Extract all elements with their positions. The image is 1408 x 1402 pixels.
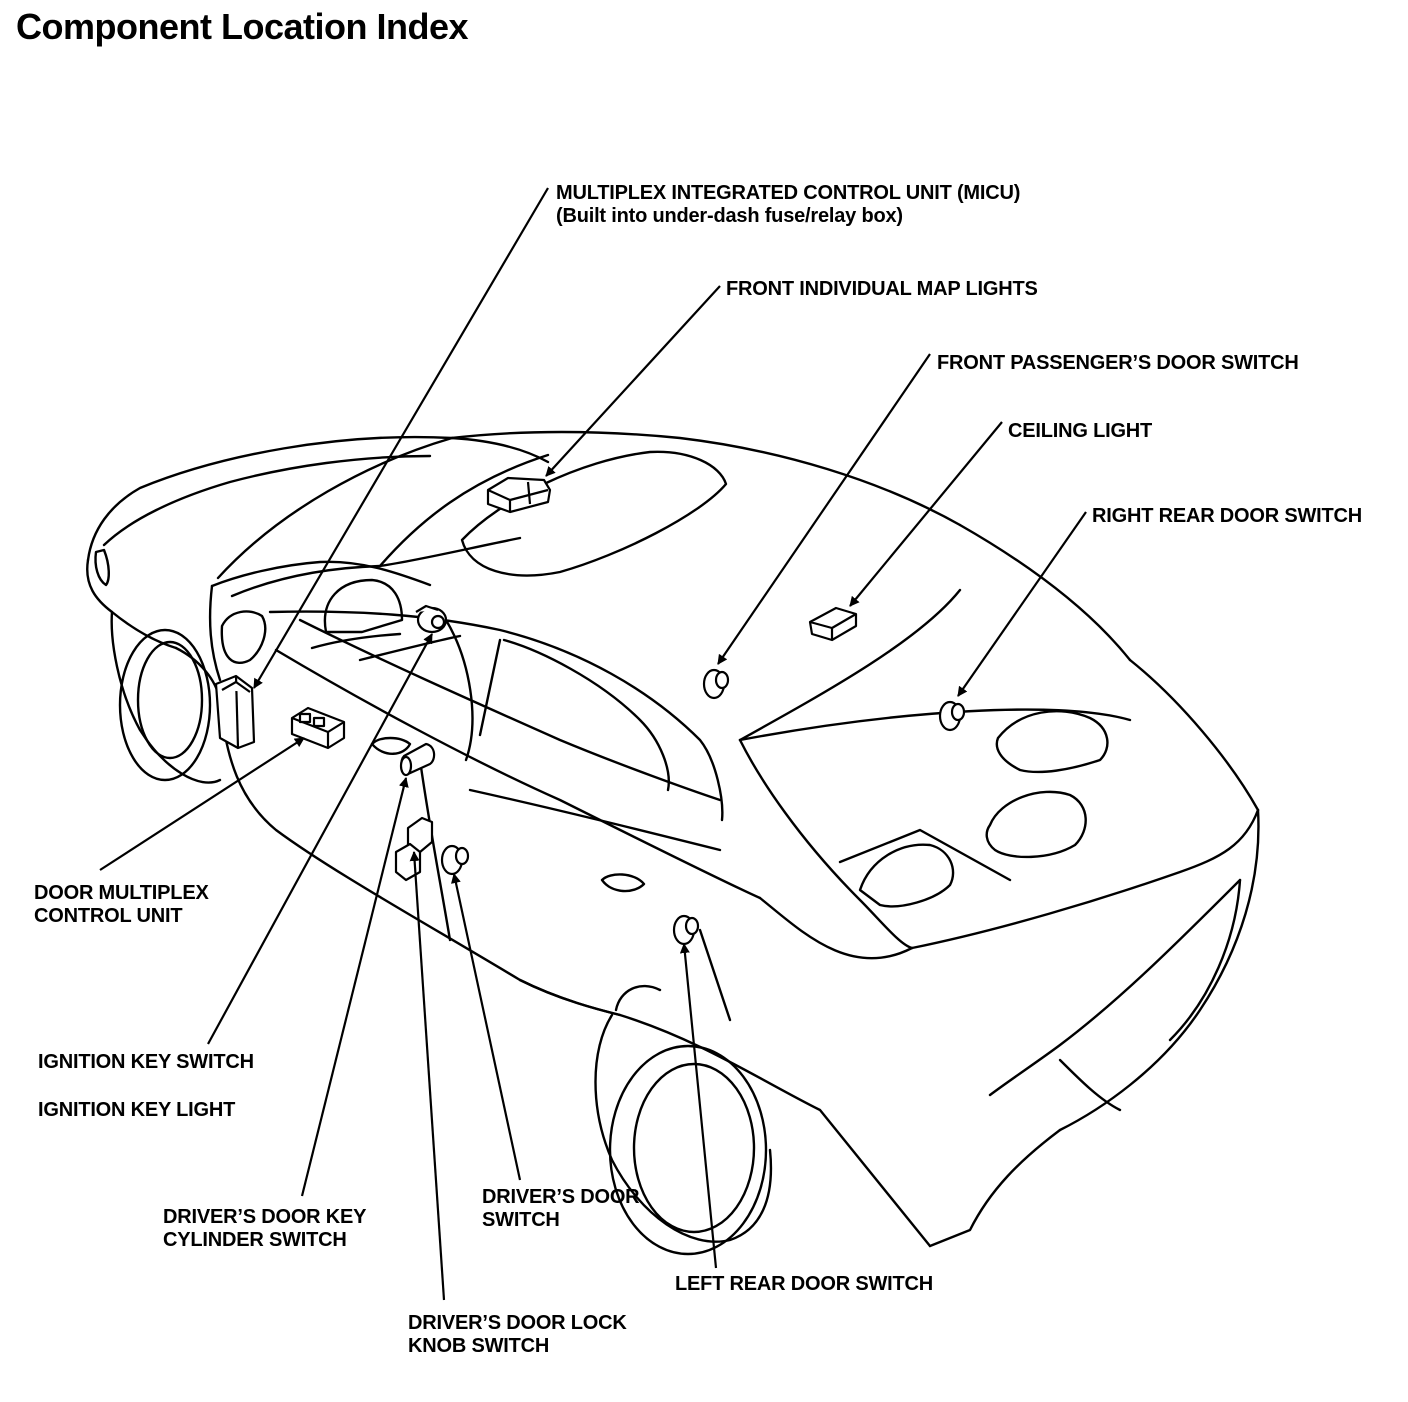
leader-front-pass-door-switch (717, 353, 931, 665)
label-drivers-door-switch: DRIVER’S DOOR SWITCH (482, 1186, 640, 1232)
label-door-mux-line1: DOOR MULTIPLEX (34, 882, 209, 904)
ceiling-light-icon (808, 606, 858, 642)
door-multiplex-unit-icon (290, 706, 346, 750)
leader-left-rear-door-switch (679, 943, 718, 1269)
label-right-rear-door-switch: RIGHT REAR DOOR SWITCH (1092, 505, 1362, 528)
label-front-passenger-door-switch: FRONT PASSENGER’S DOOR SWITCH (937, 352, 1299, 375)
label-right-rear-text: RIGHT REAR DOOR SWITCH (1092, 505, 1363, 527)
micu-fuse-box-icon (214, 674, 256, 750)
leader-door-mux (99, 737, 305, 871)
label-map-lights-text: FRONT INDIVIDUAL MAP LIGHTS (726, 278, 1038, 300)
left-rear-door-switch-icon (672, 914, 700, 946)
page-title: Component Location Index (16, 6, 469, 47)
ignition-switch-icon (415, 604, 448, 634)
drivers-door-switch-icon (440, 844, 470, 876)
label-lock-knob-line2: KNOB SWITCH (408, 1335, 550, 1357)
leader-lock-knob (409, 851, 446, 1301)
lock-knob-switch-icon (394, 816, 434, 882)
car-body-outline (86, 430, 1260, 1256)
label-ignition-key-light: IGNITION KEY LIGHT (38, 1099, 235, 1122)
label-lock-knob-switch: DRIVER’S DOOR LOCK KNOB SWITCH (408, 1312, 627, 1358)
label-key-cyl-line2: CYLINDER SWITCH (163, 1229, 347, 1251)
label-ceiling-light-text: CEILING LIGHT (1008, 420, 1153, 442)
right-rear-door-switch-icon (938, 700, 966, 732)
label-lock-knob-line1: DRIVER’S DOOR LOCK (408, 1312, 627, 1334)
leader-ceiling-light (849, 421, 1003, 607)
label-ignition-switch-text: IGNITION KEY SWITCH (38, 1051, 254, 1073)
leader-right-rear-door-switch (957, 511, 1087, 697)
label-ceiling-light: CEILING LIGHT (1008, 420, 1152, 443)
label-key-cyl-line1: DRIVER’S DOOR KEY (163, 1206, 367, 1228)
label-key-cylinder-switch: DRIVER’S DOOR KEY CYLINDER SWITCH (163, 1206, 367, 1252)
label-left-rear-door-switch: LEFT REAR DOOR SWITCH (675, 1273, 933, 1296)
label-ignition-key-switch: IGNITION KEY SWITCH (38, 1051, 254, 1074)
label-ignition-light-text: IGNITION KEY LIGHT (38, 1099, 236, 1121)
label-front-pass-text: FRONT PASSENGER’S DOOR SWITCH (937, 352, 1299, 374)
label-map-lights: FRONT INDIVIDUAL MAP LIGHTS (726, 278, 1038, 301)
label-drv-door-line2: SWITCH (482, 1209, 560, 1231)
label-micu-line1: MULTIPLEX INTEGRATED CONTROL UNIT (MICU) (556, 182, 1021, 204)
leader-micu (253, 187, 549, 689)
label-micu-line2: (Built into under-dash fuse/relay box) (556, 205, 903, 227)
label-door-mux-line2: CONTROL UNIT (34, 905, 183, 927)
key-cylinder-icon (399, 742, 436, 777)
label-micu: MULTIPLEX INTEGRATED CONTROL UNIT (MICU)… (556, 182, 1020, 228)
leader-key-cylinder (300, 777, 409, 1197)
label-drv-door-line1: DRIVER’S DOOR (482, 1186, 640, 1208)
label-left-rear-text: LEFT REAR DOOR SWITCH (675, 1273, 934, 1295)
front-passenger-door-switch-icon (702, 668, 730, 700)
map-lights-icon (486, 476, 552, 514)
leader-drivers-door-switch (451, 873, 522, 1181)
leader-map-lights (545, 285, 721, 477)
leader-ignition (207, 633, 433, 1045)
label-door-multiplex-control-unit: DOOR MULTIPLEX CONTROL UNIT (34, 882, 209, 928)
